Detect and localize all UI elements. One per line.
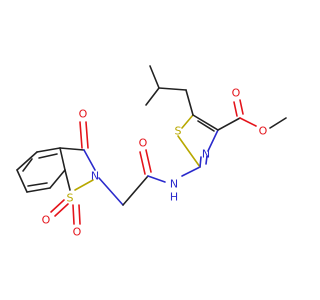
atom-sulfonyl-oxygen-2: O [73, 226, 82, 239]
atom-ester-carbonyl-oxygen: O [232, 87, 241, 100]
methyl-ester-group [217, 99, 287, 131]
atom-sulfonyl-oxygen-1: O [42, 214, 51, 227]
isothiazolone-ring [59, 121, 96, 191]
atom-ester-oxygen: O [259, 125, 268, 138]
molecule-structure: O N S O O O N H S N O O [16, 65, 287, 239]
atom-isothiazolone-nitrogen: N [91, 170, 99, 183]
atom-thiazole-sulfur: S [175, 125, 182, 138]
atom-labels: O N S O O O N H S N O O [42, 87, 268, 239]
benzene-ring [16, 147, 66, 193]
atom-amide-hydrogen: H [170, 191, 178, 204]
thiazole-ring [177, 114, 219, 168]
sulfonyl-group [50, 199, 81, 225]
atom-amide-oxygen: O [139, 137, 148, 150]
atom-carbonyl-oxygen-left: O [79, 108, 88, 121]
atom-amide-nitrogen: N [170, 178, 178, 191]
atom-sulfonyl-sulfur: S [67, 192, 74, 205]
isobutyl-group [145, 65, 194, 116]
acetamide-linker [98, 149, 201, 206]
atom-thiazole-nitrogen: N [202, 148, 210, 161]
